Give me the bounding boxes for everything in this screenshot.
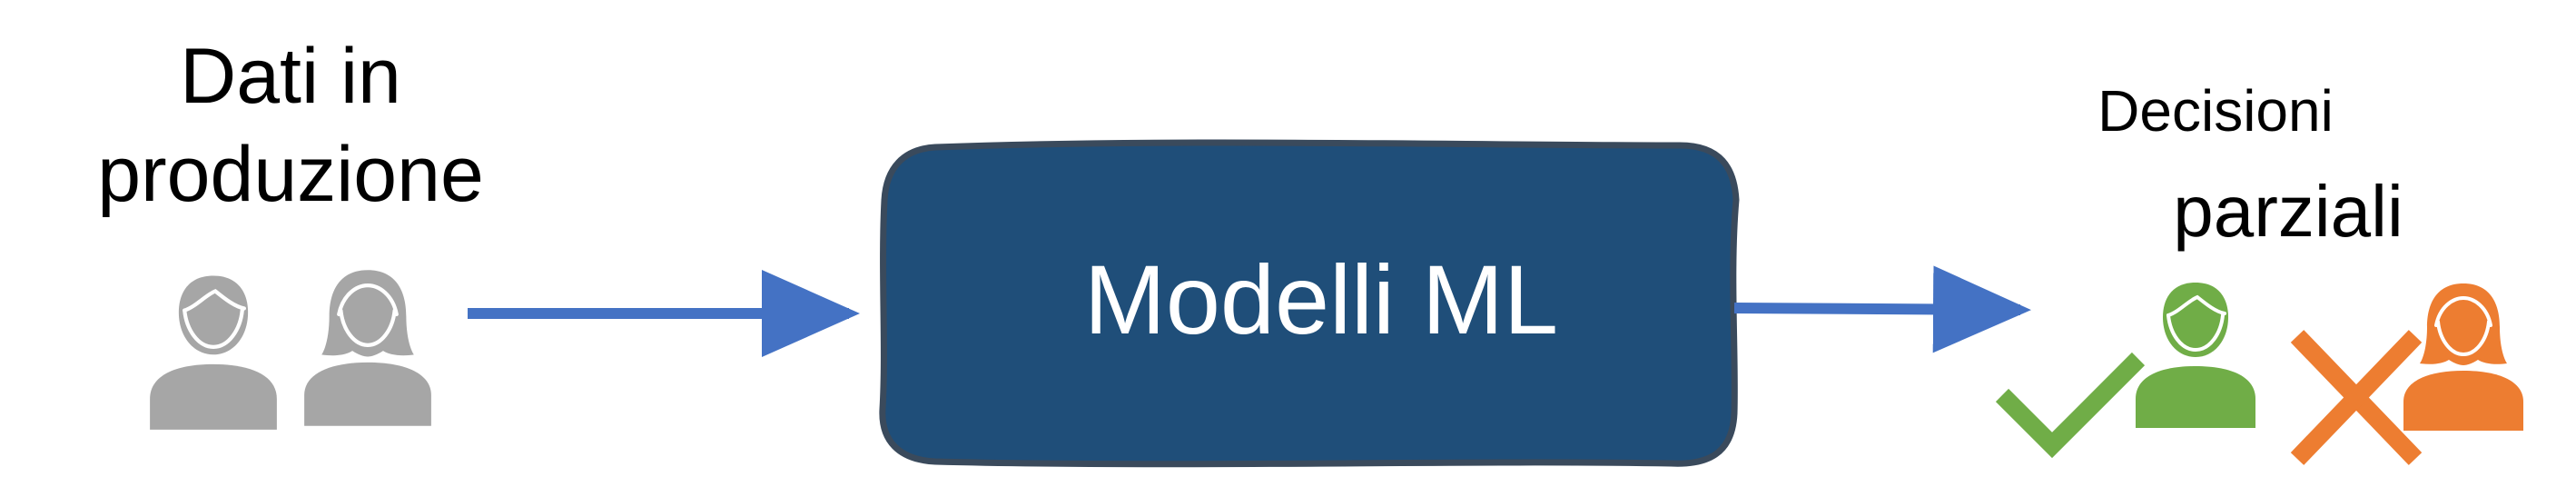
model-label: Modelli ML: [1083, 244, 1559, 354]
output-label-line1: Decisioni: [2097, 78, 2334, 144]
accepted-decision: [1995, 281, 2257, 459]
output-arrow: [1733, 265, 2031, 353]
input-label-line2: produzione: [97, 131, 484, 218]
input-label-line1: Dati in: [180, 33, 401, 120]
female-person-icon: [2402, 282, 2525, 432]
male-person-icon: [150, 275, 277, 429]
model-box: [879, 139, 1740, 468]
female-person-icon: [304, 270, 431, 426]
male-person-icon: [2134, 281, 2257, 430]
cross-icon: [2290, 330, 2423, 465]
input-label: Dati in produzione: [54, 27, 527, 224]
input-people: [150, 270, 431, 430]
checkmark-icon: [1995, 352, 2146, 459]
rejected-decision: [2290, 282, 2525, 465]
output-label-line2: parziali: [2173, 171, 2403, 252]
